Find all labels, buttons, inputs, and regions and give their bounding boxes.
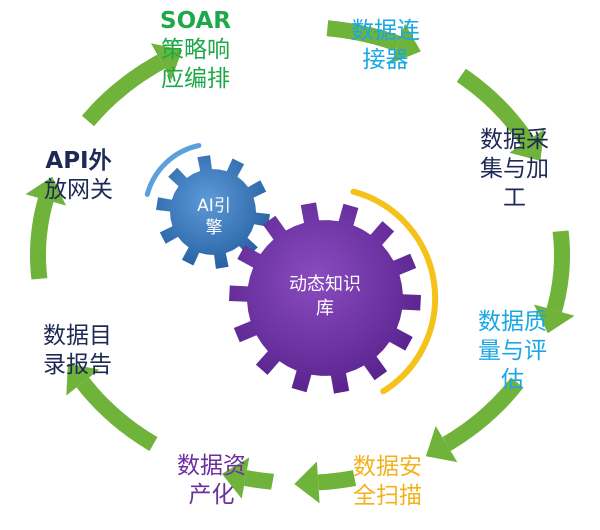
step-quality-line-1: 数据质 bbox=[478, 309, 547, 335]
step-label-connector: 数据连 接器 bbox=[351, 17, 420, 75]
knowledge-base-rotation-arc bbox=[350, 188, 439, 395]
step-api-line-2: 放网关 bbox=[44, 177, 113, 203]
knowledge-base-line-1: 动态知识 bbox=[289, 274, 361, 295]
step-scan-line-1: 数据安 bbox=[353, 454, 422, 480]
cycle-arrow-3-shaft bbox=[546, 226, 570, 315]
cycle-arrow-6-head bbox=[221, 457, 250, 499]
step-assetize-line-1: 数据资 bbox=[177, 453, 246, 479]
cycle-arrow-3-head bbox=[534, 304, 575, 334]
ai-engine-rotation-arc bbox=[144, 143, 202, 197]
cycle-arrow-7-shaft bbox=[76, 377, 158, 451]
cycle-arrow-9-shaft bbox=[81, 54, 166, 127]
step-label-catalog: 数据目 录报告 bbox=[43, 322, 112, 380]
cycle-arrow-4-shaft bbox=[442, 377, 524, 451]
step-catalog-line-2: 录报告 bbox=[43, 352, 112, 378]
step-label-api: API外 放网关 bbox=[44, 147, 113, 205]
cycle-arrows bbox=[25, 20, 575, 504]
ai-engine-line-2: 擎 bbox=[205, 218, 223, 238]
step-collect-line-3: 工 bbox=[503, 185, 526, 211]
ai-engine-line-1: AI引 bbox=[197, 196, 231, 216]
cycle-arrow-2-shaft bbox=[456, 68, 534, 146]
step-assetize-line-2: 产化 bbox=[188, 482, 235, 508]
step-api-line-1: API外 bbox=[45, 148, 112, 174]
cycle-arrow-7-head bbox=[66, 363, 100, 396]
step-collect-line-1: 数据采 bbox=[480, 127, 549, 153]
cycle-arrow-6-shaft bbox=[238, 470, 280, 490]
cycle-arrow-8-head bbox=[25, 176, 66, 206]
step-quality-line-2: 量与评 bbox=[478, 338, 547, 364]
step-label-soar: SOAR 策略响 应编排 bbox=[160, 7, 231, 94]
step-soar-line-2: 策略响 bbox=[161, 37, 230, 63]
step-soar-line-1: SOAR bbox=[160, 8, 232, 34]
cycle-arrow-2-head bbox=[509, 129, 545, 161]
cycle-arrow-8-shaft bbox=[30, 195, 54, 284]
cycle-arrow-5-head bbox=[294, 461, 320, 504]
step-label-scan: 数据安 全扫描 bbox=[353, 453, 422, 511]
cycle-arrow-4-head bbox=[425, 426, 458, 463]
knowledge-base-gear-label: 动态知识 库 bbox=[270, 273, 380, 321]
ai-engine-gear-icon bbox=[156, 155, 270, 269]
step-quality-line-3: 估 bbox=[501, 367, 524, 393]
step-scan-line-2: 全扫描 bbox=[353, 483, 422, 509]
cycle-arrow-1-shaft bbox=[322, 20, 404, 52]
step-connector-line-2: 接器 bbox=[362, 47, 409, 73]
step-soar-line-3: 应编排 bbox=[161, 66, 230, 92]
knowledge-base-line-2: 库 bbox=[316, 298, 334, 319]
ai-engine-gear-label: AI引 擎 bbox=[184, 195, 244, 239]
cycle-arrow-1-head bbox=[391, 23, 421, 64]
gears-group bbox=[144, 143, 439, 395]
step-label-quality: 数据质 量与评 估 bbox=[478, 308, 547, 395]
cycle-arrow-5-shaft bbox=[311, 470, 361, 491]
step-label-collect: 数据采 集与加 工 bbox=[480, 126, 549, 213]
step-collect-line-2: 集与加 bbox=[480, 156, 549, 182]
step-label-assetize: 数据资 产化 bbox=[177, 452, 246, 510]
knowledge-base-gear-icon bbox=[229, 202, 421, 394]
step-connector-line-1: 数据连 bbox=[351, 18, 420, 44]
step-catalog-line-1: 数据目 bbox=[43, 323, 112, 349]
cycle-arrow-9-head bbox=[151, 43, 183, 80]
